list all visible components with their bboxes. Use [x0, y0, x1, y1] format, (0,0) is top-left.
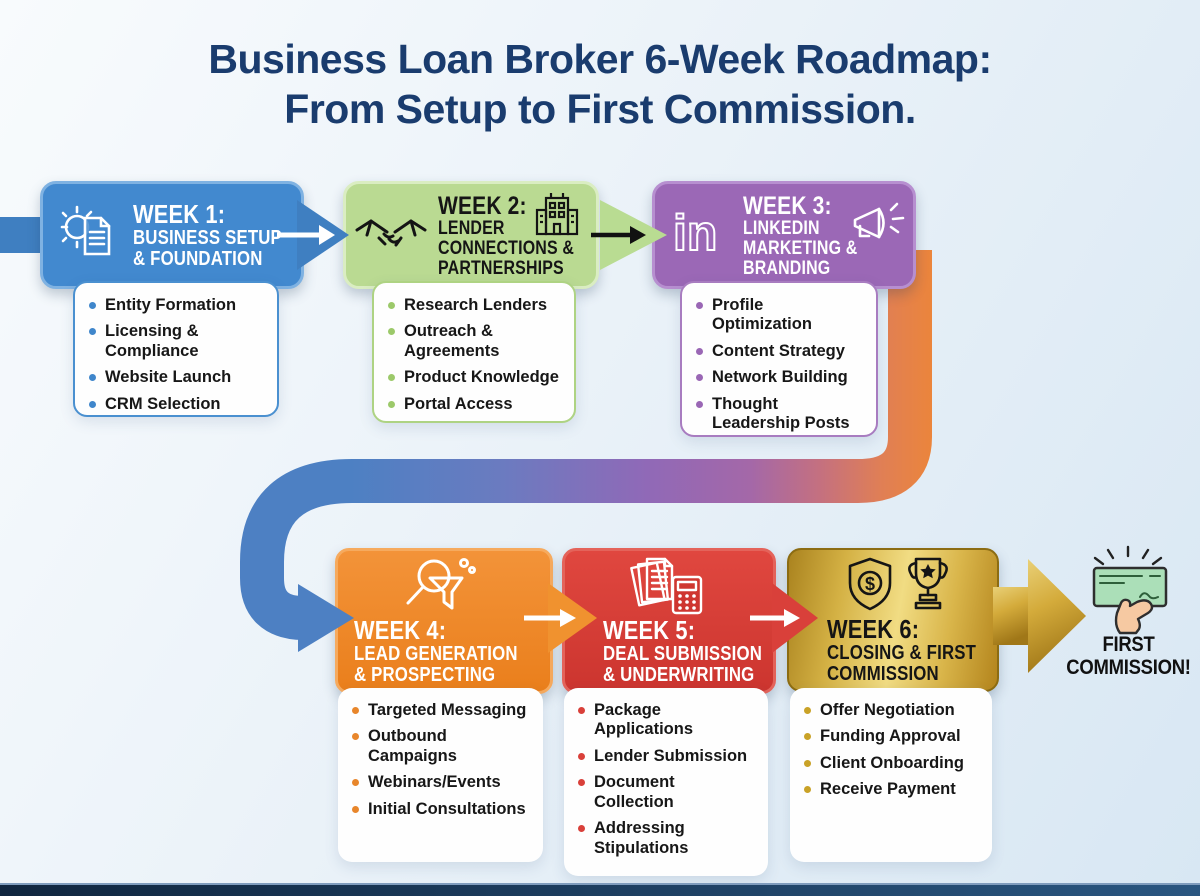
week6-label: WEEK 6:	[827, 614, 920, 644]
checklist-item: Initial Consultations	[350, 800, 531, 819]
checklist-item: Outreach & Agreements	[386, 322, 562, 361]
page-title-line1: Business Loan Broker 6-Week Roadmap:	[208, 36, 992, 82]
documents-calculator-icon	[630, 557, 703, 615]
hand-check-icon	[1092, 545, 1168, 635]
checklist-item: Entity Formation	[87, 296, 265, 315]
building-icon	[535, 193, 579, 236]
checklist-item: Offer Negotiation	[802, 701, 980, 720]
entry-bar	[0, 217, 44, 253]
magnifier-funnel-icon	[406, 558, 476, 610]
week5-checklist-card: Package Applications Lender Submission D…	[564, 688, 768, 876]
week3-box: in WEEK 3: LINKEDIN MARKETING & BRANDING	[652, 181, 916, 289]
page-title-line2: From Setup to First Commission.	[284, 86, 916, 133]
arrow-week6-commission-icon	[993, 559, 1086, 673]
week2-heading: WEEK 2: LENDER CONNECTIONS & PARTNERSHIP…	[438, 192, 575, 280]
week6-checklist-card: Offer Negotiation Funding Approval Clien…	[790, 688, 992, 862]
curve-arrowhead-icon	[298, 584, 354, 652]
checklist-item: Lender Submission	[576, 747, 756, 766]
checklist-item: Portal Access	[386, 395, 562, 414]
checklist-item: Targeted Messaging	[350, 701, 531, 720]
linkedin-in-text: in	[673, 206, 717, 261]
week4-heading: WEEK 4: LEAD GENERATION & PROSPECTING	[354, 615, 518, 687]
checklist-item: Thought Leadership Posts	[694, 395, 864, 434]
handshake-icon	[355, 219, 427, 247]
megaphone-icon	[853, 202, 905, 239]
checklist-item: Webinars/Events	[350, 773, 531, 792]
shield-dollar-icon: $	[848, 557, 892, 611]
checklist-item: CRM Selection	[87, 395, 265, 414]
checklist-item: Client Onboarding	[802, 754, 980, 773]
checklist-item: Receive Payment	[802, 780, 980, 799]
arrow-week1-week2-icon	[277, 200, 349, 270]
linkedin-in-icon: in	[672, 206, 718, 262]
arrow-week2-week3-icon	[591, 200, 667, 270]
checklist-item: Website Launch	[87, 368, 265, 387]
week5-heading: WEEK 5: DEAL SUBMISSION & UNDERWRITING	[603, 615, 763, 687]
checklist-item: Network Building	[694, 368, 864, 387]
checklist-item: Product Knowledge	[386, 368, 562, 387]
page-title: Business Loan Broker 6-Week Roadmap: Fro…	[0, 34, 1200, 134]
week1-checklist-card: Entity Formation Licensing & Compliance …	[73, 281, 279, 417]
week6-box: $ WEEK 6: CLOSING & FIRST COMMISSION	[787, 548, 999, 692]
checklist-item: Document Collection	[576, 773, 756, 812]
arrow-week5-week6-icon	[750, 583, 818, 653]
checklist-item: Outbound Campaigns	[350, 727, 531, 766]
checklist-item: Package Applications	[576, 701, 756, 740]
week3-label: WEEK 3:	[743, 192, 832, 220]
week2-label: WEEK 2:	[438, 192, 527, 220]
week4-label: WEEK 4:	[354, 615, 447, 645]
week1-label: WEEK 1:	[133, 199, 226, 229]
week3-checklist-card: Profile Optimization Content Strategy Ne…	[680, 281, 878, 437]
week6-heading: WEEK 6: CLOSING & FIRST COMMISSION	[827, 614, 977, 686]
week5-label: WEEK 5:	[603, 615, 696, 645]
checklist-item: Licensing & Compliance	[87, 322, 265, 361]
week2-box: WEEK 2: LENDER CONNECTIONS & PARTNERSHIP…	[343, 181, 599, 289]
checklist-item: Research Lenders	[386, 296, 562, 315]
first-commission-label: FIRST COMMISSION!	[1066, 633, 1191, 679]
week3-heading: WEEK 3: LINKEDIN MARKETING & BRANDING	[743, 192, 858, 280]
checklist-item: Funding Approval	[802, 727, 980, 746]
week1-heading: WEEK 1: BUSINESS SETUP & FOUNDATION	[133, 199, 282, 271]
gear-document-icon	[60, 205, 111, 256]
checklist-item: Content Strategy	[694, 342, 864, 361]
bottom-bar	[0, 883, 1200, 896]
week2-checklist-card: Research Lenders Outreach & Agreements P…	[372, 281, 576, 423]
week1-box: WEEK 1: BUSINESS SETUP & FOUNDATION	[40, 181, 304, 289]
week4-checklist-card: Targeted Messaging Outbound Campaigns We…	[338, 688, 543, 862]
arrow-week4-week5-icon	[524, 583, 597, 653]
checklist-item: Addressing Stipulations	[576, 819, 756, 858]
trophy-icon	[908, 557, 948, 610]
checklist-item: Profile Optimization	[694, 296, 864, 335]
dollar-sign: $	[865, 574, 875, 594]
